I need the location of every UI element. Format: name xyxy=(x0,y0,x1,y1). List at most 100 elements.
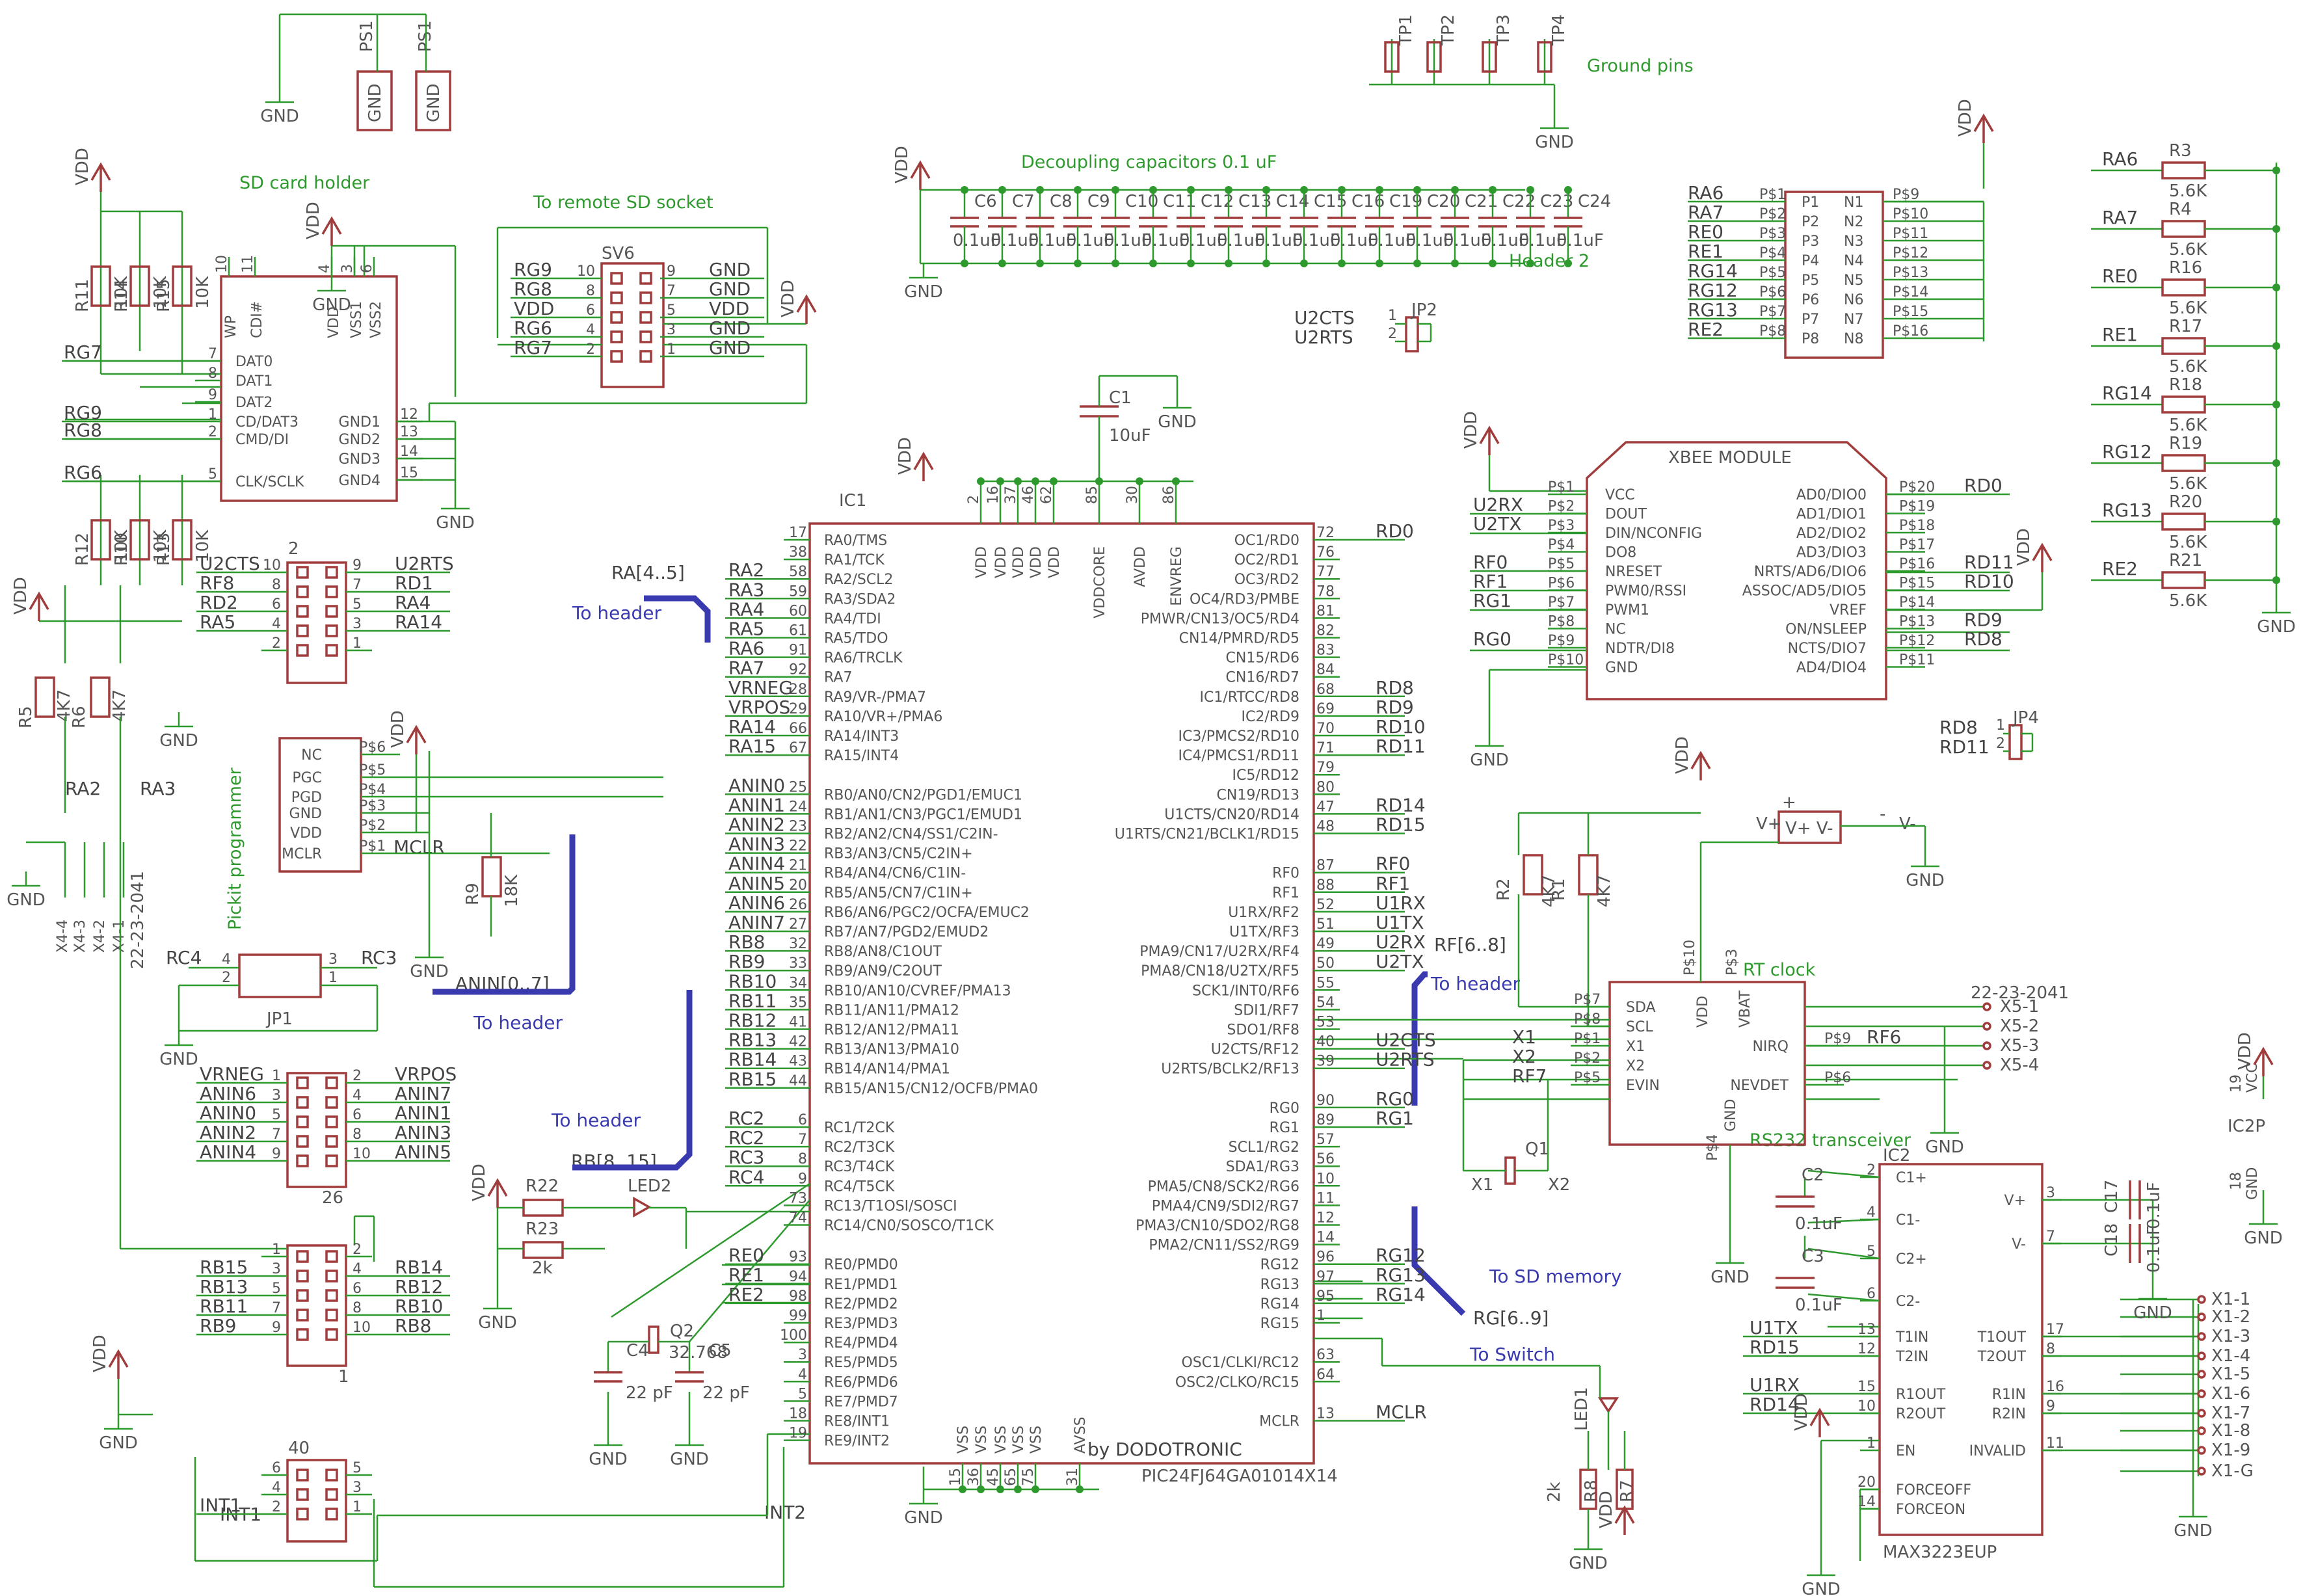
r2-name: R2 xyxy=(1494,878,1513,901)
sd-top-name: WP xyxy=(223,315,239,338)
db9-x1-7: X1-7 xyxy=(2211,1403,2250,1423)
rtc-net-rf6: RF6 xyxy=(1867,1026,1901,1048)
ic2-pin-name: FORCEOFF xyxy=(1896,1482,1971,1498)
xbee-title: XBEE MODULE xyxy=(1668,448,1792,468)
hp-lname: P3 xyxy=(1802,233,1819,250)
ic1-net-u2cts: U2CTS xyxy=(1376,1030,1436,1051)
ic2-pin-num: 16 xyxy=(2046,1379,2064,1395)
ic1-pin-num: 95 xyxy=(1316,1288,1335,1305)
ic1-pin-num: 10 xyxy=(1316,1171,1335,1187)
sd-top-num: 4 xyxy=(317,264,333,273)
hdr1-pad xyxy=(325,1250,338,1263)
ic1-pin-num: 91 xyxy=(789,643,807,659)
pull-res-value: 5.6K xyxy=(2169,299,2207,318)
ic2-pin-num: 20 xyxy=(1857,1474,1876,1491)
ic1-pin-name: RB7/AN7/PGD2/EMUD2 xyxy=(824,924,989,940)
ic1-net-rd14: RD14 xyxy=(1376,794,1426,816)
junction xyxy=(1095,477,1103,485)
junction xyxy=(1526,186,1534,194)
db9-pin xyxy=(2197,1426,2206,1435)
battery-vminus: V- xyxy=(1899,814,1916,834)
ic1-net-rg0: RG0 xyxy=(1376,1088,1414,1110)
junction xyxy=(1149,186,1157,194)
ic1-net-rb10: RB10 xyxy=(728,970,777,992)
r23-body xyxy=(522,1241,564,1259)
cap-value: 0.1uF xyxy=(1368,231,1415,250)
ic2-value: MAX3223EUP xyxy=(1883,1543,1997,1562)
ic2-cap-name: C2 xyxy=(1802,1165,1824,1185)
ic2-pin-num: 9 xyxy=(2046,1398,2055,1415)
junction xyxy=(1014,1485,1022,1493)
sd-pin-name: GND4 xyxy=(339,473,380,489)
hdr1-lnum: 7 xyxy=(272,1300,281,1316)
ic1-net-rc2: RC2 xyxy=(728,1108,764,1129)
note-to-sd-memory: To SD memory xyxy=(1489,1266,1622,1287)
ic2-cap-value: 0.1uF xyxy=(1795,1214,1843,1234)
vdd-header40: VDD xyxy=(90,1335,110,1372)
gnd-sd-holder: GND xyxy=(436,513,475,533)
xbee-pad: P$12 xyxy=(1899,633,1935,649)
hdr2-rnum: 7 xyxy=(353,577,362,593)
hp-lpad: P$8 xyxy=(1759,323,1786,339)
xbee-pad: P$3 xyxy=(1548,518,1575,534)
ic1-pin-num: 5 xyxy=(798,1386,807,1402)
ic2-cap-value: 0.1uF xyxy=(2144,1225,2164,1273)
xbee-pin-name: AD2/DIO2 xyxy=(1796,525,1867,542)
pull-resistor xyxy=(2161,571,2206,589)
rtc-conn-x5-2: X5-2 xyxy=(2000,1017,2039,1036)
rtc-conn-x5-3: X5-3 xyxy=(2000,1036,2039,1056)
ic1-pin-num: 11 xyxy=(1316,1190,1335,1206)
ic1-net-re0: RE0 xyxy=(728,1245,764,1266)
ic1-pin-name: RA10/VR+/PMA6 xyxy=(824,709,942,725)
ic2-pin-num: 8 xyxy=(2046,1341,2055,1357)
junction xyxy=(2272,342,2280,350)
test-point xyxy=(1537,41,1552,73)
ic1-pin-name: RF1 xyxy=(1272,885,1299,901)
xbee-pad: P$7 xyxy=(1548,594,1575,611)
cap-value: 0.1uF xyxy=(1141,231,1189,250)
junction xyxy=(1036,259,1044,267)
ic1-pin-num: 48 xyxy=(1316,819,1335,835)
r2-body xyxy=(1523,854,1543,896)
hp-lnet-rg14: RG14 xyxy=(1688,260,1738,282)
ic2p-vcc-pin: 19 xyxy=(2228,1074,2244,1093)
pull-net-ra6: RA6 xyxy=(2102,148,2138,170)
rtc-top-pad: P$10 xyxy=(1682,940,1698,976)
ic1-top-name: VDDCORE xyxy=(1092,546,1108,618)
vdd-arrow xyxy=(2032,542,2053,561)
ic1-net-ra6: RA6 xyxy=(728,638,764,659)
hdr26-lnum: 5 xyxy=(272,1107,281,1123)
hdr2-pad xyxy=(325,605,338,618)
cap-value: 0.1uF xyxy=(1405,231,1453,250)
pull-res-value: 5.6K xyxy=(2169,416,2207,435)
hdr26-lnet: ANIN4 xyxy=(200,1141,256,1163)
gnd-header40: GND xyxy=(99,1433,138,1453)
ic1-pin-name: RA4/TDI xyxy=(824,611,881,627)
hdr40-pad xyxy=(325,1508,338,1521)
ic1-pin-name: PMA2/CN11/SS2/RG9 xyxy=(1149,1238,1299,1254)
jp4-pin: 2 xyxy=(1996,736,2005,752)
junction xyxy=(1074,259,1082,267)
junction xyxy=(1338,259,1346,267)
hp-lname: P6 xyxy=(1802,292,1819,308)
bus-label-rg: RG[6..9] xyxy=(1473,1307,1549,1329)
pull-resistor xyxy=(2161,337,2206,355)
jp4-body xyxy=(2008,724,2023,760)
ic1-pin-name: RA2/SCL2 xyxy=(824,572,893,588)
gnd-xbee: GND xyxy=(1470,751,1509,770)
hp-rname: N3 xyxy=(1844,233,1863,250)
ic1-pin-num: 79 xyxy=(1316,760,1335,776)
pickit-pin-name: PGD xyxy=(291,790,322,806)
r2-value: 4K7 xyxy=(1539,875,1559,907)
ic1-pin-name: SCL1/RG2 xyxy=(1229,1139,1299,1156)
hdr2-pad xyxy=(296,566,309,579)
ic1-pin-num: 66 xyxy=(789,721,807,737)
hdr1-pad xyxy=(296,1270,309,1283)
ic1-pin-name: OC3/RD2 xyxy=(1234,572,1299,588)
tp-tp1: TP1 xyxy=(1396,14,1416,46)
ps1-b-label: GND xyxy=(424,83,444,122)
ic1-pin-name: RB9/AN9/C2OUT xyxy=(824,963,942,979)
sv6-pad xyxy=(610,291,623,304)
pickit-pad: P$6 xyxy=(359,739,386,756)
cap-name: C8 xyxy=(1050,192,1072,211)
